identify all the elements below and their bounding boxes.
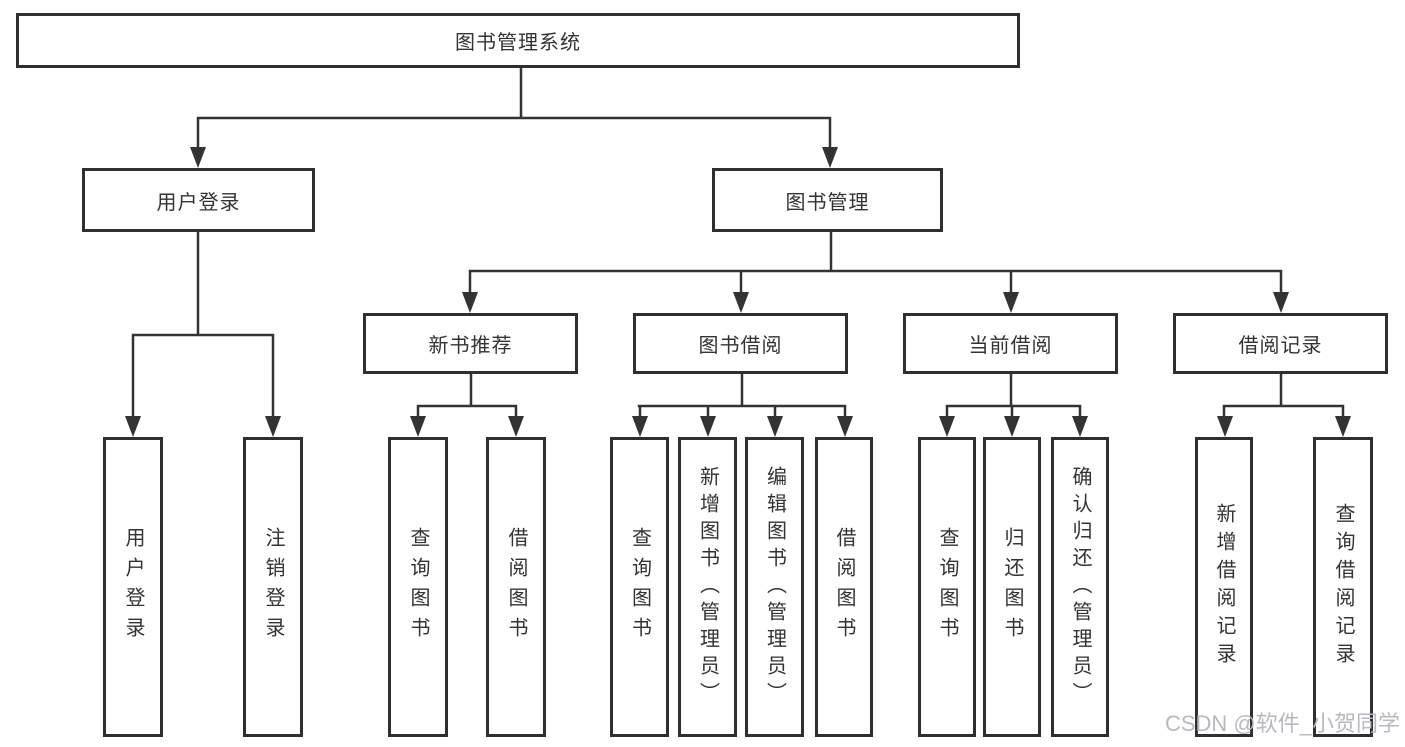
node-new-book-recommend: 新书推荐 [363, 313, 578, 374]
leaf-confirm-return-admin: 确认归还（管理员） [1051, 437, 1109, 737]
leaf-add-books-admin: 新增图书（管理员） [678, 437, 737, 737]
leaf-user-login: 用户登录 [103, 437, 163, 737]
leaf-query-books-borrow: 查询图书 [610, 437, 669, 737]
node-current-borrowing: 当前借阅 [903, 313, 1118, 374]
node-borrowing-records: 借阅记录 [1173, 313, 1388, 374]
leaf-query-borrow-record: 查询借阅记录 [1313, 437, 1373, 737]
node-user-login-branch: 用户登录 [82, 168, 315, 232]
leaf-borrow-books-recommend: 借阅图书 [486, 437, 546, 737]
leaf-query-books-current: 查询图书 [918, 437, 976, 737]
leaf-add-borrow-record: 新增借阅记录 [1195, 437, 1253, 737]
leaf-return-books: 归还图书 [983, 437, 1041, 737]
edge-lines [131, 66, 1345, 421]
csdn-watermark: CSDN @软件_小贺同学 [1164, 711, 1400, 736]
arrowheads [125, 147, 1351, 437]
leaf-logout: 注销登录 [243, 437, 303, 737]
leaf-borrow-books: 借阅图书 [815, 437, 873, 737]
leaf-edit-books-admin: 编辑图书（管理员） [745, 437, 804, 737]
leaf-query-books-recommend: 查询图书 [388, 437, 448, 737]
node-book-borrowing: 图书借阅 [633, 313, 848, 374]
node-book-management-branch: 图书管理 [712, 168, 943, 232]
node-library-management-system: 图书管理系统 [16, 13, 1020, 68]
